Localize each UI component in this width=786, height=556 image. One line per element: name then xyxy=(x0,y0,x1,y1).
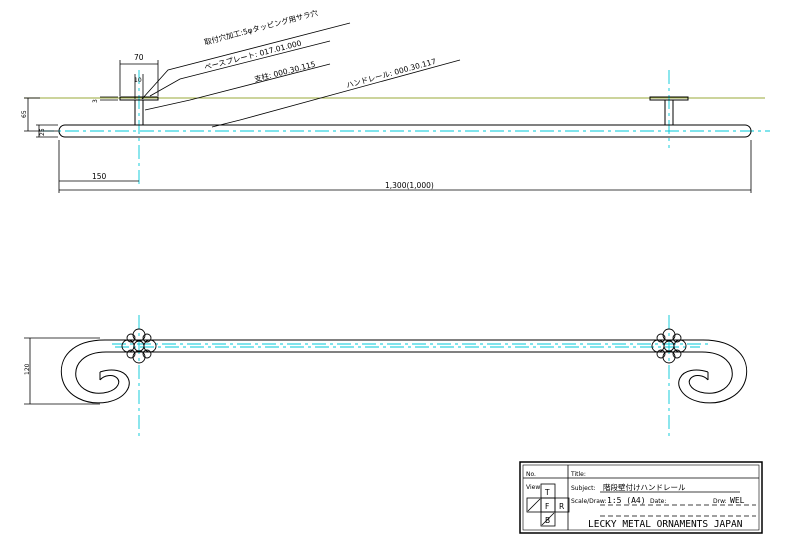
view-l-diagonal xyxy=(527,498,541,512)
by-label: Drw: xyxy=(713,498,727,505)
right-scroll-outer xyxy=(669,339,748,404)
label-handrail: ハンドレール: 000.30.117 xyxy=(345,57,437,90)
leader-post xyxy=(144,63,331,111)
dim-150-text: 150 xyxy=(92,172,107,181)
leader-mount-hole xyxy=(141,22,351,100)
title-block: No. Title: View Subject: 階段壁付けハンドレール Sca… xyxy=(519,461,763,534)
left-post xyxy=(134,99,144,126)
left-rosette-petal-nw xyxy=(126,333,136,343)
leader-base-plate xyxy=(149,40,331,97)
right-rosette-petal-sw xyxy=(656,349,666,359)
scale-label: Scale/Draw: xyxy=(571,498,607,505)
view-label: View xyxy=(526,484,540,491)
scale-value: 1:5 (A4) xyxy=(607,496,646,505)
leaders: 取付穴加工:5φタッピング用サラ穴 ベースプレート: 017.01.000 支柱… xyxy=(141,7,461,128)
view-r: R xyxy=(559,502,564,511)
title-block-border xyxy=(519,461,763,534)
label-mount-hole: 取付穴加工:5φタッピング用サラ穴 xyxy=(203,7,319,47)
leader-handrail xyxy=(211,59,461,128)
label-post: 支柱: 000.30.115 xyxy=(253,59,317,84)
view-t: T xyxy=(544,488,550,497)
dim-3-text: 3 xyxy=(92,99,99,103)
left-scroll-inner xyxy=(75,351,139,394)
dim-65-text: 65 xyxy=(21,110,28,118)
right-rosette xyxy=(651,328,687,364)
dim-120-text: 120 xyxy=(24,363,31,375)
handrail-bar xyxy=(58,124,752,138)
left-rosette xyxy=(121,328,157,364)
subject-value: 階段壁付けハンドレール xyxy=(603,482,686,492)
by-value: WEL xyxy=(730,496,745,505)
dim-25-text: 25 xyxy=(39,128,46,136)
right-rosette-petal-nw xyxy=(656,333,666,343)
right-rosette-petal-se xyxy=(672,349,682,359)
view-b-diagonal xyxy=(541,512,555,526)
view-f: F xyxy=(545,502,549,511)
left-rosette-petal-se xyxy=(142,349,152,359)
subject-label: Subject: xyxy=(571,485,595,492)
dim-10-text: 10 xyxy=(134,77,142,84)
view-b: B xyxy=(545,516,550,525)
company-name: LECKY METAL ORNAMENTS JAPAN xyxy=(588,519,743,530)
top-view: 120 xyxy=(24,315,748,438)
right-rosette-petal-ne xyxy=(672,333,682,343)
front-view xyxy=(24,70,770,188)
right-post xyxy=(664,99,674,126)
dim-70-text: 70 xyxy=(134,53,144,62)
view-b-box xyxy=(540,511,556,527)
dimensions: 70 10 3 65 25 150 1,300(1,000) xyxy=(21,53,752,193)
view-symbol: T F R B xyxy=(526,483,570,527)
no-label: No. xyxy=(526,471,536,478)
title-label: Title: xyxy=(570,471,586,478)
dim-total-text: 1,300(1,000) xyxy=(385,181,434,190)
left-rosette-petal-sw xyxy=(126,349,136,359)
left-rosette-petal-ne xyxy=(142,333,152,343)
view-r-box xyxy=(554,497,570,513)
date-label: Date: xyxy=(650,498,666,505)
right-scroll-inner xyxy=(669,351,733,394)
left-scroll-outer xyxy=(60,339,139,404)
title-block-inner-border xyxy=(522,464,760,531)
